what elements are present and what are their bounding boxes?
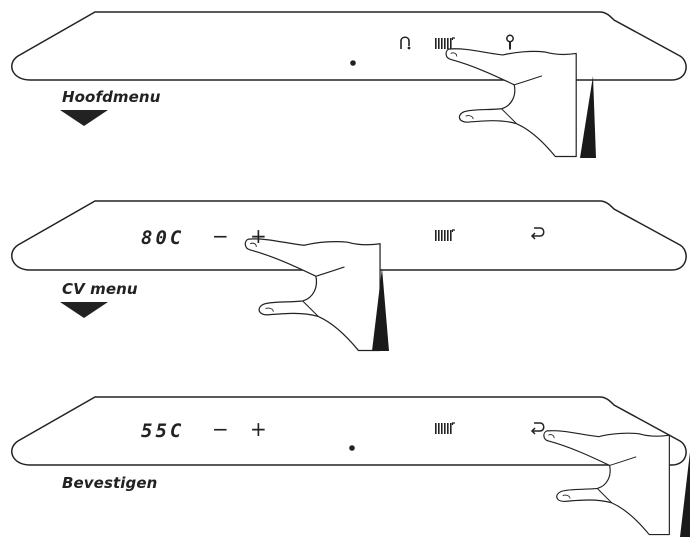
tap-icon[interactable]: [400, 36, 411, 50]
panel-1: [11, 11, 687, 158]
step-arrow-2: [60, 302, 108, 318]
temperature-display: 80C: [141, 227, 185, 249]
hand-shadow: [372, 268, 389, 351]
return-icon[interactable]: [530, 422, 545, 435]
panel-1-body: [11, 11, 687, 81]
center-dot: [350, 60, 356, 66]
plus-button[interactable]: +: [250, 224, 267, 248]
service-icon[interactable]: [506, 34, 514, 50]
return-icon[interactable]: [530, 227, 545, 240]
step-label-hoofdmenu: Hoofdmenu: [62, 88, 161, 106]
step-label-bevestigen: Bevestigen: [62, 474, 158, 492]
panel-2-body: [11, 200, 687, 271]
temperature-display: 55C: [141, 420, 185, 442]
center-dot: [349, 445, 355, 451]
step-arrow-1: [60, 110, 108, 126]
plus-button[interactable]: +: [250, 417, 267, 441]
panel-3-body: [11, 396, 687, 466]
minus-button[interactable]: −: [212, 417, 229, 441]
minus-button[interactable]: −: [212, 224, 229, 248]
hand-shadow: [580, 76, 596, 158]
panel-2: [11, 200, 687, 352]
panel-3: [11, 396, 690, 537]
step-label-cv-menu: CV menu: [62, 280, 138, 298]
hand-shadow: [680, 452, 690, 537]
